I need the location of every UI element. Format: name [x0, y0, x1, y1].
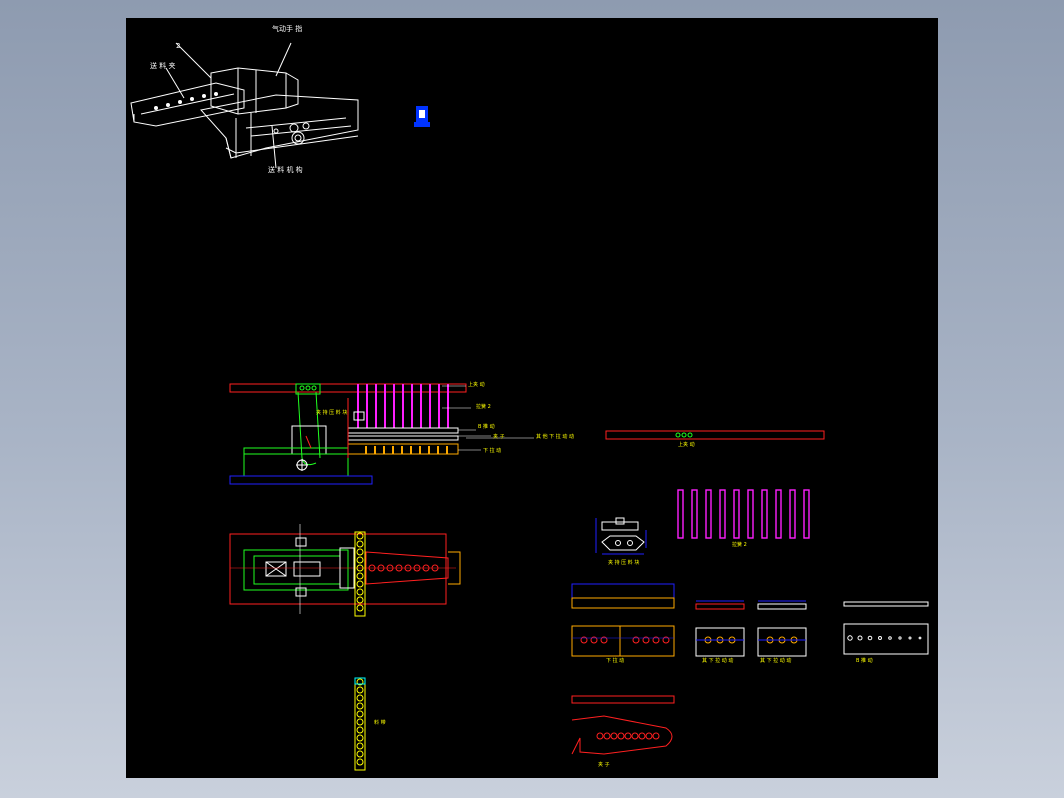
fork-hole	[617, 732, 625, 740]
chain-cap	[354, 677, 366, 685]
fork-hole	[377, 564, 385, 572]
label-clip-front: 夹 子	[493, 433, 505, 440]
chain-link	[356, 548, 364, 556]
spring-detail	[705, 489, 712, 539]
fork-hole	[652, 732, 660, 740]
fork-hole	[610, 732, 618, 740]
label-feed-clip: 送 料 夹	[150, 61, 175, 70]
plate-hole	[580, 636, 588, 644]
fork-hole	[603, 732, 611, 740]
detail-top-bar	[605, 430, 825, 440]
chain-link	[356, 564, 364, 572]
spring-array	[357, 384, 449, 428]
fork-hole	[386, 564, 394, 572]
label-chain: 料 带	[374, 719, 386, 726]
label-part-2: 2	[176, 42, 180, 50]
label-feed-mechanism: 送 料 机 构	[268, 165, 303, 174]
spring-detail	[789, 489, 796, 539]
label-pneumatic-finger: 气动手 指	[272, 24, 302, 33]
chain-link	[356, 532, 364, 540]
plate-hole	[642, 636, 650, 644]
label-lower-plate: 下 拉 动	[606, 657, 624, 664]
cad-drawing: 气动手 指 2 送 料 夹 送 料 机 构	[130, 24, 929, 771]
label-upper-plate: 上夹 动	[468, 381, 485, 388]
label-fork: 夹 子	[598, 761, 610, 768]
spring-detail	[775, 489, 782, 539]
plate-hole	[662, 636, 670, 644]
isometric-assembly-view	[130, 42, 359, 169]
fork-hole	[596, 732, 604, 740]
spring-detail	[761, 489, 768, 539]
label-lower-slide: 其 他 下 拉 动 动	[536, 433, 574, 440]
label-clamp-part: 夹 持 压 料 块	[608, 559, 639, 566]
label-top-bar: 上夹 动	[678, 441, 695, 448]
plate-hole	[632, 636, 640, 644]
spring-detail	[747, 489, 754, 539]
top-view	[229, 524, 461, 617]
front-view	[229, 383, 534, 485]
chain-link	[356, 702, 364, 710]
fork-hole	[404, 564, 412, 572]
chain-link	[356, 540, 364, 548]
chain-link	[356, 572, 364, 580]
chain-link	[356, 718, 364, 726]
plate-hole	[652, 636, 660, 644]
label-spring-front: 拉簧 2	[476, 403, 491, 410]
cad-drawing-canvas[interactable]: 气动手 指 2 送 料 夹 送 料 机 构	[126, 18, 938, 778]
label-springs: 拉簧 2	[732, 541, 747, 548]
chain-link	[356, 580, 364, 588]
chain-link	[356, 710, 364, 718]
chain-link	[356, 758, 364, 766]
detail-springs	[677, 489, 810, 539]
fork-hole	[422, 564, 430, 572]
fork-hole	[638, 732, 646, 740]
label-lower-plate-front: 下 拉 动	[483, 447, 501, 454]
chain-link	[356, 686, 364, 694]
label-sub-plate-1: 其 下 拉 动 动	[702, 657, 733, 664]
detail-lower-plate	[571, 583, 675, 657]
fork-hole	[645, 732, 653, 740]
chain-link	[356, 742, 364, 750]
spring-detail	[677, 489, 684, 539]
fork-hole	[395, 564, 403, 572]
chain-link	[356, 750, 364, 758]
chain-outline	[354, 677, 366, 771]
detail-fork	[571, 695, 675, 755]
spring-detail	[691, 489, 698, 539]
chain-link	[356, 726, 364, 734]
fork-hole	[631, 732, 639, 740]
chain-link	[356, 596, 364, 604]
label-push-plate-detail: B 推 动	[856, 657, 873, 664]
fork-hole	[413, 564, 421, 572]
label-sub-plate-2: 其 下 拉 动 动	[760, 657, 791, 664]
chain-link	[356, 556, 364, 564]
chain-link	[356, 604, 364, 612]
detail-push-plate	[843, 601, 929, 655]
spring-detail	[733, 489, 740, 539]
chain-link	[356, 588, 364, 596]
label-clamp-cylinder: 夹 持 压 料 块	[316, 409, 347, 416]
detail-sub-plates	[695, 600, 807, 657]
spring-detail	[803, 489, 810, 539]
fork-hole	[368, 564, 376, 572]
plate-hole	[590, 636, 598, 644]
detail-clamp-part	[595, 517, 647, 555]
fork-hole	[431, 564, 439, 572]
chain-link	[356, 734, 364, 742]
chain-link	[356, 678, 364, 686]
label-push-plate: B 推 动	[478, 423, 495, 430]
chain-strip-lower	[354, 677, 366, 771]
plate-hole	[600, 636, 608, 644]
fork-hole	[624, 732, 632, 740]
chain-outline	[354, 531, 366, 617]
wcs-axis-icon[interactable]	[414, 106, 430, 127]
chain-strip-top	[354, 531, 366, 617]
spring-detail	[719, 489, 726, 539]
chain-link	[356, 694, 364, 702]
